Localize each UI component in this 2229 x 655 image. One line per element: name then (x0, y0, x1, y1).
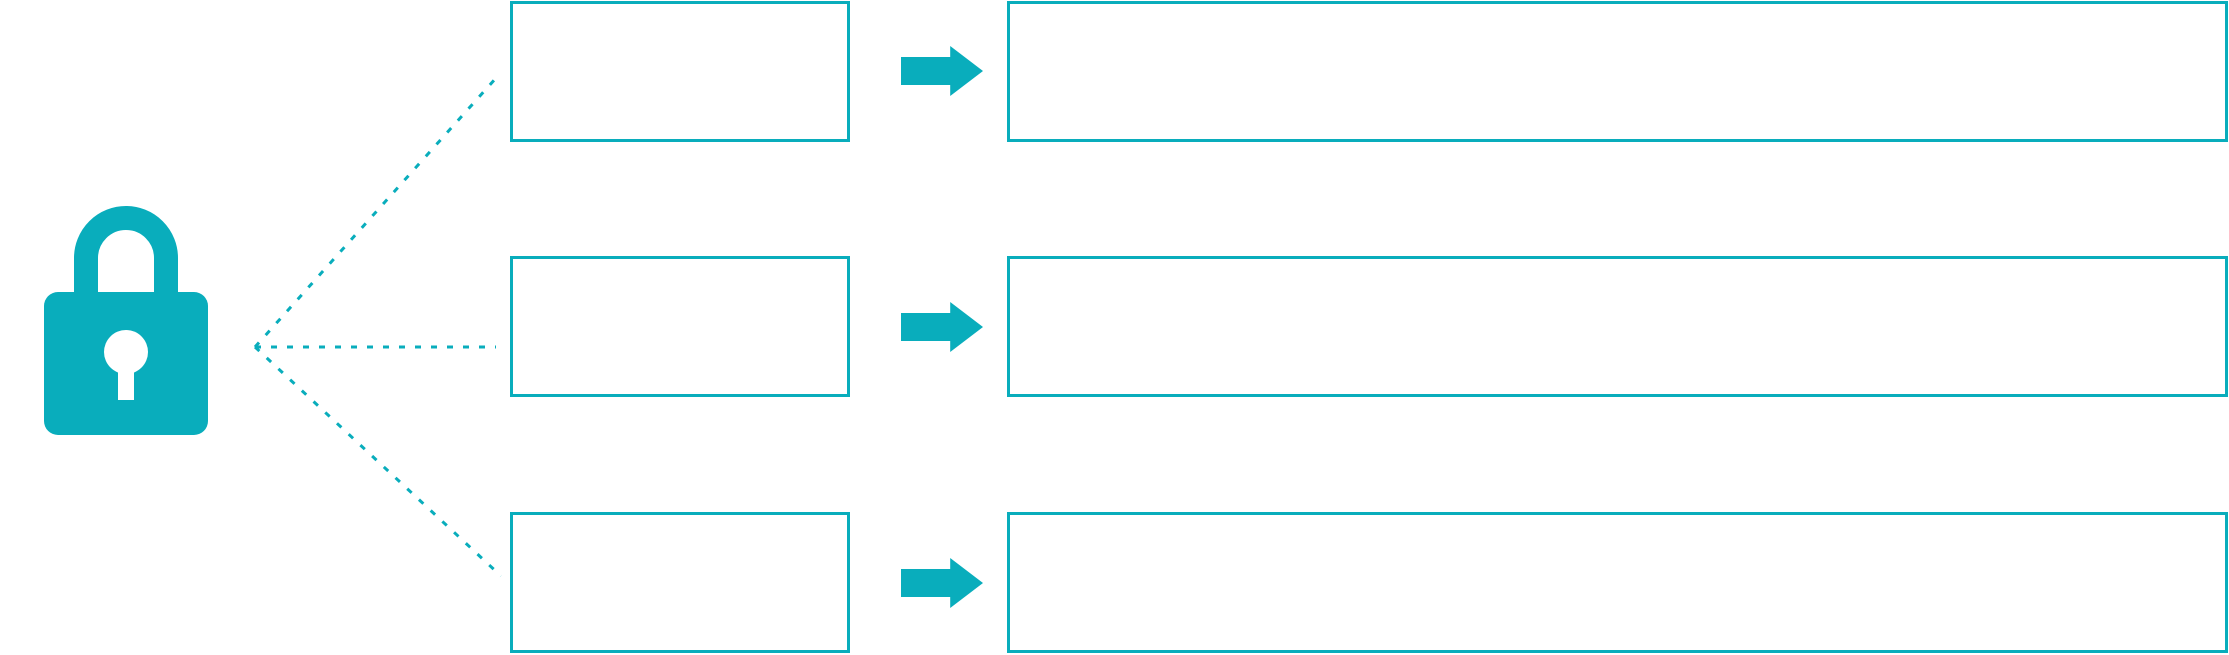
fan-connectors (253, 76, 503, 578)
step-box-row-1[interactable] (510, 1, 850, 142)
arrow-right-icon-row-3 (901, 558, 983, 608)
lock-shackle (74, 206, 178, 310)
lock-keyhole-stem (118, 352, 134, 400)
step-box-row-3[interactable] (510, 512, 850, 653)
arrow-right-icon-row-2 (901, 302, 983, 352)
lock-icon (44, 206, 208, 435)
detail-box-row-2[interactable] (1007, 256, 2228, 397)
detail-box-row-1[interactable] (1007, 1, 2228, 142)
row-3 (510, 512, 2228, 653)
row-2 (510, 256, 2228, 397)
arrow-right-icon-row-1 (901, 46, 983, 96)
row-1 (510, 1, 2228, 142)
detail-box-row-3[interactable] (1007, 512, 2228, 653)
step-box-row-2[interactable] (510, 256, 850, 397)
connector-to-row-1 (253, 76, 498, 349)
connector-to-row-3 (253, 345, 503, 578)
